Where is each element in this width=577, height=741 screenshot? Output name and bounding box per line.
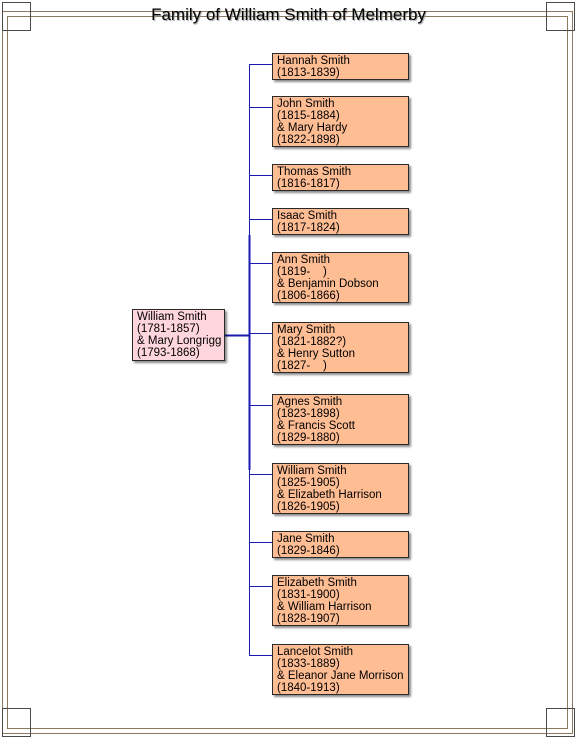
person-line: Isaac Smith [277, 210, 338, 222]
child-person-box[interactable]: Elizabeth Smith(1831-1900)& William Harr… [272, 575, 409, 626]
child-person-box[interactable]: Mary Smith(1821-1882?)& Henry Sutton(182… [272, 322, 409, 373]
child-person-box[interactable]: John Smith(1815-1884)& Mary Hardy(1822-1… [272, 96, 409, 147]
person-line: William Smith [277, 465, 347, 477]
tree-connectors [225, 64, 272, 656]
person-line: (1822-1898) [277, 134, 340, 146]
person-line: Ann Smith [277, 254, 331, 266]
page-title: Family of William Smith of Melmerby [151, 5, 426, 24]
person-line: Hannah Smith [277, 55, 350, 67]
person-line: & Francis Scott [277, 420, 355, 432]
person-line: (1840-1913) [277, 682, 340, 694]
child-person-box[interactable]: Hannah Smith(1813-1839) [272, 53, 409, 80]
root-person-box[interactable]: William Smith(1781-1857)& Mary Longrigg(… [132, 309, 225, 361]
child-person-box[interactable]: Thomas Smith(1816-1817) [272, 164, 409, 191]
person-line: & Eleanor Jane Morrison [277, 670, 404, 682]
person-line: (1781-1857) [137, 323, 200, 335]
person-line: (1819- ) [277, 266, 327, 278]
person-line: (1825-1905) [277, 477, 340, 489]
person-line: Thomas Smith [277, 166, 352, 178]
person-line: (1813-1839) [277, 67, 340, 79]
person-line: (1831-1900) [277, 589, 340, 601]
person-line: Agnes Smith [277, 396, 343, 408]
child-person-box[interactable]: William Smith(1825-1905)& Elizabeth Harr… [272, 463, 409, 514]
person-line: (1793-1868) [137, 347, 200, 359]
person-line: Jane Smith [277, 533, 335, 545]
person-line: (1817-1824) [277, 222, 340, 234]
person-line: (1821-1882?) [277, 336, 347, 348]
person-line: (1829-1880) [277, 432, 340, 444]
person-line: (1829-1846) [277, 545, 340, 557]
person-line: & Mary Longrigg [137, 335, 222, 347]
person-line: John Smith [277, 98, 335, 110]
person-line: & Benjamin Dobson [277, 278, 379, 290]
person-line: & William Harrison [277, 601, 372, 613]
person-line: Lancelot Smith [277, 646, 354, 658]
person-line: Elizabeth Smith [277, 577, 357, 589]
child-person-box[interactable]: Lancelot Smith(1833-1889)& Eleanor Jane … [272, 644, 409, 695]
person-line: & Elizabeth Harrison [277, 489, 382, 501]
person-line: & Henry Sutton [277, 348, 355, 360]
person-line: Mary Smith [277, 324, 336, 336]
person-line: (1828-1907) [277, 613, 340, 625]
child-person-box[interactable]: Jane Smith(1829-1846) [272, 531, 409, 558]
child-person-box[interactable]: Ann Smith(1819- )& Benjamin Dobson(1806-… [272, 252, 409, 303]
person-line: & Mary Hardy [277, 122, 348, 134]
person-line: (1833-1889) [277, 658, 340, 670]
person-line: William Smith [137, 311, 207, 323]
person-line: (1827- ) [277, 360, 327, 372]
child-person-box[interactable]: Isaac Smith(1817-1824) [272, 208, 409, 235]
person-line: (1826-1905) [277, 501, 340, 513]
person-line: (1823-1898) [277, 408, 340, 420]
person-line: (1806-1866) [277, 290, 340, 302]
frame-border [2, 11, 573, 734]
child-person-box[interactable]: Agnes Smith(1823-1898)& Francis Scott(18… [272, 394, 409, 445]
person-line: (1815-1884) [277, 110, 340, 122]
person-line: (1816-1817) [277, 178, 340, 190]
